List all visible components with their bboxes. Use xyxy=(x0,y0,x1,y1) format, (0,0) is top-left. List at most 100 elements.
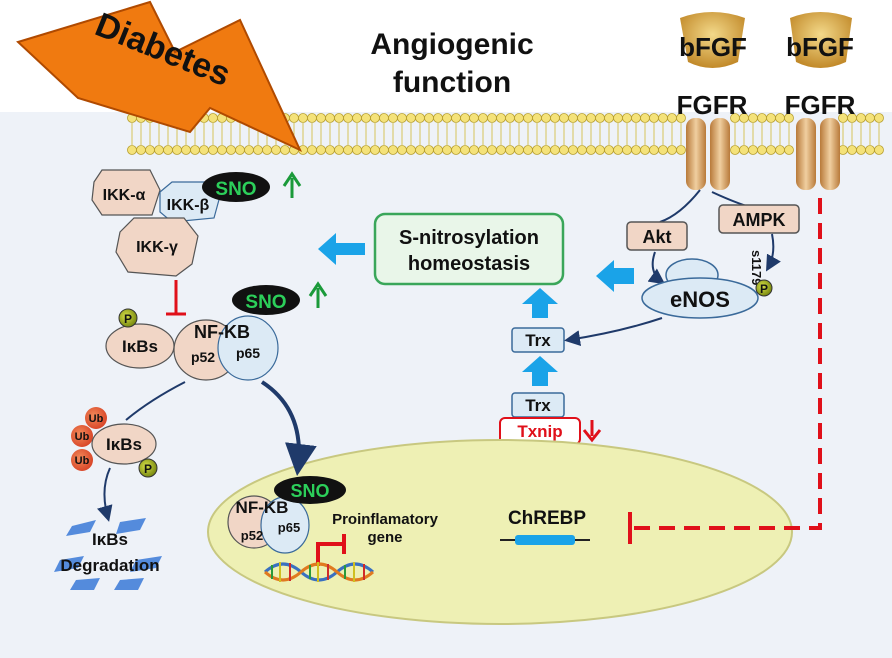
lipid-head xyxy=(568,113,578,123)
degradation-label-line2: Degradation xyxy=(60,556,159,575)
lipid-head xyxy=(271,145,281,155)
lipid-head xyxy=(406,113,416,123)
lipid-head xyxy=(865,145,875,155)
svg-text:S-nitrosylation: S-nitrosylation xyxy=(399,227,539,249)
lipid-head xyxy=(325,113,335,123)
lipid-head xyxy=(190,145,200,155)
lipid-head xyxy=(397,113,407,123)
lipid-head xyxy=(469,145,479,155)
lipid-head xyxy=(586,113,596,123)
homeostasis-box: S-nitrosylation homeostasis xyxy=(373,212,565,286)
lipid-head xyxy=(217,145,227,155)
lipid-head xyxy=(595,113,605,123)
lipid-head xyxy=(748,145,758,155)
lipid-head xyxy=(397,145,407,155)
svg-text:Ub: Ub xyxy=(75,431,90,443)
lipid-head xyxy=(487,113,497,123)
lipid-head xyxy=(460,145,470,155)
lipid-head xyxy=(532,145,542,155)
bfgf-ligand-1 xyxy=(680,12,745,68)
svg-text:p65: p65 xyxy=(278,520,300,535)
ikk-complex: IKK-α IKK-β IKK-γ xyxy=(91,169,221,277)
lipid-head xyxy=(388,145,398,155)
lipid-head xyxy=(208,113,218,123)
receptor-1: bFGF FGFR xyxy=(677,12,748,190)
lipid-head xyxy=(523,113,533,123)
ampk-box: AMPK xyxy=(718,204,800,234)
gene-label-line1: Proinflamatory xyxy=(332,511,439,528)
nuclear-nfkb: NF-KB p52 p65 xyxy=(227,495,310,554)
svg-text:Akt: Akt xyxy=(642,227,671,247)
lipid-head xyxy=(676,145,686,155)
lipid-head xyxy=(316,113,326,123)
lipid-head xyxy=(388,113,398,123)
lipid-head xyxy=(775,145,785,155)
lipid-head xyxy=(172,145,182,155)
receptor-2: bFGF FGFR xyxy=(785,12,856,190)
lipid-head xyxy=(667,145,677,155)
enos-phospho: P xyxy=(760,282,768,296)
svg-text:SNO: SNO xyxy=(290,481,329,501)
enos-complex: eNOS s1179 P xyxy=(641,250,773,319)
lipid-head xyxy=(379,145,389,155)
lipid-head xyxy=(415,145,425,155)
lipid-head xyxy=(253,145,263,155)
lipid-head xyxy=(442,113,452,123)
svg-text:NF-KB: NF-KB xyxy=(194,322,250,342)
lipid-head xyxy=(433,113,443,123)
lipid-head xyxy=(226,145,236,155)
lipid-head xyxy=(325,145,335,155)
ubiquitinated-ikbs: Ub Ub Ub IκBs P xyxy=(71,407,158,478)
lipid-head xyxy=(622,113,632,123)
lipid-head xyxy=(586,145,596,155)
trx-lower: Trx xyxy=(511,392,565,418)
lipid-head xyxy=(244,145,254,155)
svg-text:IκBs: IκBs xyxy=(122,337,158,356)
lipid-head xyxy=(343,145,353,155)
lipid-head xyxy=(622,145,632,155)
lipid-head xyxy=(208,145,218,155)
lipid-head xyxy=(523,145,533,155)
lipid-head xyxy=(784,145,794,155)
lipid-head xyxy=(559,145,569,155)
lipid-head xyxy=(505,113,515,123)
lipid-head xyxy=(424,145,434,155)
nfkb-sno-tag: SNO xyxy=(232,285,300,315)
lipid-head xyxy=(514,145,524,155)
lipid-head xyxy=(640,113,650,123)
lipid-head xyxy=(163,145,173,155)
akt-box: Akt xyxy=(626,221,688,251)
lipid-head xyxy=(505,145,515,155)
lipid-head xyxy=(478,145,488,155)
svg-text:p52: p52 xyxy=(191,349,215,365)
lipid-head xyxy=(316,145,326,155)
lipid-head xyxy=(604,145,614,155)
lipid-head xyxy=(136,145,146,155)
lipid-head xyxy=(775,113,785,123)
dna-helix xyxy=(264,562,374,582)
nuclear-sno-tag: SNO xyxy=(274,476,346,504)
svg-text:Ub: Ub xyxy=(89,413,104,425)
lipid-head xyxy=(766,113,776,123)
ikk-alpha-label: IKK-α xyxy=(103,187,146,204)
lipid-head xyxy=(361,113,371,123)
lipid-head xyxy=(451,113,461,123)
ikk-sno-up-arrow xyxy=(282,171,302,198)
svg-text:SNO: SNO xyxy=(215,179,256,200)
lipid-head xyxy=(559,113,569,123)
lipid-head xyxy=(127,145,137,155)
lipid-head xyxy=(856,113,866,123)
lipid-head xyxy=(307,113,317,123)
lipid-head xyxy=(550,145,560,155)
svg-text:AMPK: AMPK xyxy=(733,210,786,230)
gene-label-line2: gene xyxy=(367,529,402,546)
lipid-head xyxy=(181,145,191,155)
bfgf-label-2: bFGF xyxy=(786,32,854,62)
svg-text:Ub: Ub xyxy=(75,455,90,467)
lipid-head xyxy=(550,113,560,123)
lipid-head xyxy=(352,113,362,123)
lipid-head xyxy=(352,145,362,155)
lipid-head xyxy=(370,113,380,123)
lipid-head xyxy=(577,145,587,155)
lipid-head xyxy=(460,113,470,123)
